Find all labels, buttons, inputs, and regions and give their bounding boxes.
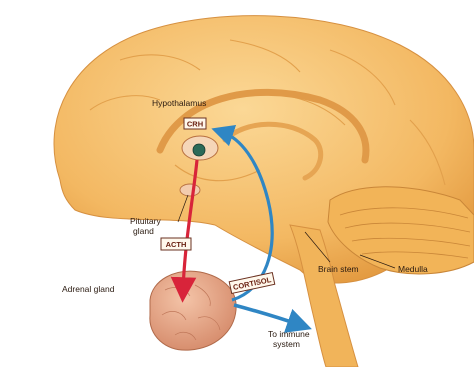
hypothalamus-label: Hypothalamus <box>152 98 206 108</box>
crh-label-box: CRH <box>184 118 206 129</box>
acth-label: ACTH <box>166 240 187 249</box>
acth-label-box: ACTH <box>161 238 191 250</box>
crh-label: CRH <box>187 120 203 129</box>
pituitary-gland <box>180 184 200 196</box>
brain-stem-label: Brain stem <box>318 264 359 274</box>
hypothalamus-nucleus <box>193 144 205 156</box>
medulla-label: Medulla <box>398 264 428 274</box>
pituitary-label-line2: gland <box>133 226 154 236</box>
adrenal-label: Adrenal gland <box>62 284 115 294</box>
adrenal-gland <box>150 271 236 350</box>
immune-label-line2: system <box>273 339 300 349</box>
pituitary-label-line1: Pituitary <box>130 216 161 226</box>
immune-label-line1: To immune <box>268 329 310 339</box>
cortisol-immune-arrow <box>234 305 300 325</box>
